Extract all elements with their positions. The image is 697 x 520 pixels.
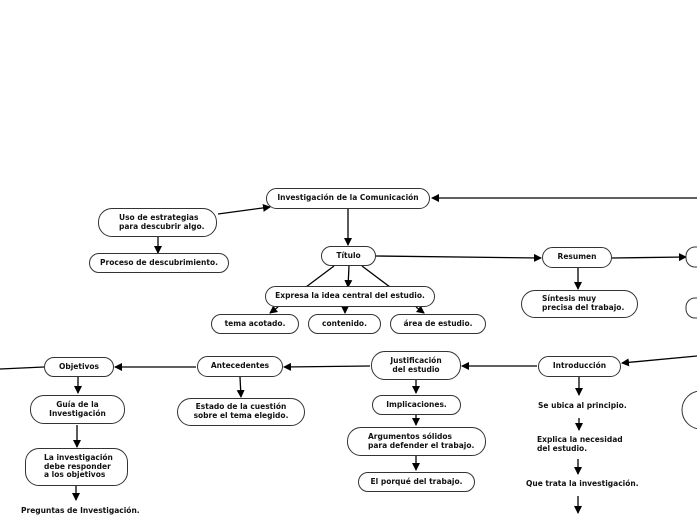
partial-node-right-3 — [681, 390, 697, 430]
connector-antecedentes-to-estado — [236, 376, 245, 398]
node-main[interactable]: Investigación de la Comunicación — [266, 188, 430, 209]
connector-titulo-to-resumen — [375, 253, 542, 262]
connector-objetivos-to-left — [0, 366, 45, 370]
node-introduccion[interactable]: Introducción — [538, 356, 621, 377]
connector-titulo-to-expresa-a — [305, 265, 335, 288]
node-argumentos[interactable]: Argumentos sólidos para defender el trab… — [347, 427, 486, 456]
node-contenido[interactable]: contenido. — [308, 314, 381, 334]
node-area[interactable]: área de estudio. — [390, 314, 486, 334]
node-sintesis[interactable]: Síntesis muy precisa del trabajo. — [521, 290, 638, 318]
node-debe-responder[interactable]: La investigación debe responder a los ob… — [25, 448, 128, 486]
node-implicaciones[interactable]: Implicaciones. — [372, 395, 461, 415]
node-proceso[interactable]: Proceso de descubrimiento. — [89, 253, 229, 273]
text-trata: Que trata la investigación. — [526, 479, 639, 488]
node-uso-estrategias[interactable]: Uso de estrategias para descubrir algo. — [98, 208, 217, 237]
node-resumen[interactable]: Resumen — [542, 247, 612, 268]
node-guia[interactable]: Guía de la Investigación — [30, 395, 125, 424]
connector-expresa-to-tema — [269, 305, 279, 314]
node-expresa[interactable]: Expresa la idea central del estudio. — [265, 286, 435, 307]
text-preguntas: Preguntas de Investigación. — [21, 506, 140, 515]
node-titulo[interactable]: Título — [321, 246, 376, 266]
connector-uso-to-main — [217, 203, 271, 215]
text-ubica: Se ubica al principio. — [538, 401, 627, 410]
connector-expresa-to-area — [415, 305, 425, 314]
node-tema[interactable]: tema acotado. — [211, 314, 299, 334]
partial-node-right-2 — [685, 297, 697, 319]
node-justificacion[interactable]: Justificación del estudio — [371, 351, 461, 380]
connector-right-to-introduccion — [621, 355, 697, 367]
connector-resumen-to-right — [611, 253, 687, 262]
partial-node-right-1 — [685, 246, 697, 268]
connector-titulo-to-expresa-b — [344, 265, 353, 288]
node-porque[interactable]: El porqué del trabajo. — [358, 472, 475, 492]
connector-titulo-to-expresa-c — [361, 265, 391, 288]
node-estado[interactable]: Estado de la cuestión sobre el tema eleg… — [177, 398, 305, 426]
text-explica: Explica la necesidad del estudio. — [537, 435, 623, 453]
node-objetivos[interactable]: Objetivos — [44, 357, 114, 377]
node-antecedentes[interactable]: Antecedentes — [197, 356, 283, 377]
connector-justificacion-to-antecedentes — [283, 362, 371, 371]
